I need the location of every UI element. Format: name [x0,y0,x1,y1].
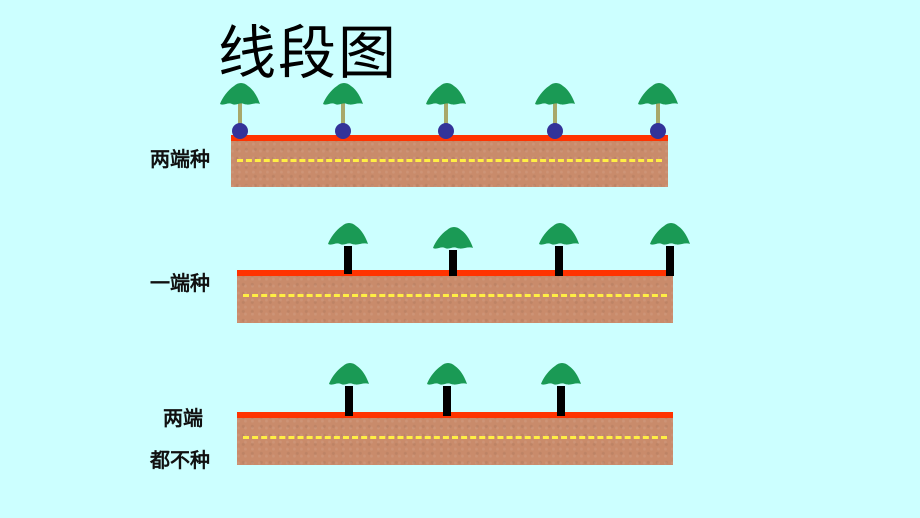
row-label-neither-end-line2: 都不种 [150,448,210,472]
road-edge [237,412,673,418]
tree-icon [539,223,579,276]
tree-icon [323,83,363,139]
road-neither-end [237,412,673,465]
tree-icon [650,223,690,276]
tree-row-3 [329,363,581,416]
lane-line [243,294,667,297]
title: 线段图 [218,19,399,87]
road-one-end [237,270,673,323]
row-label-both-ends: 两端种 [150,147,210,171]
tree-icon [638,83,678,139]
row-label-one-end: 一端种 [150,271,210,295]
tree-icon [541,363,581,416]
tree-row-1 [220,83,678,139]
lane-line [237,159,662,162]
tree-icon [427,363,467,416]
tree-icon [433,227,473,276]
tree-row-2 [328,223,690,276]
row-label-neither-end-line1: 两端 [163,406,203,430]
tree-icon [535,83,575,139]
tree-icon [329,363,369,416]
lane-line [243,436,667,439]
tree-icon [426,83,466,139]
tree-icon [220,83,260,139]
road-both-ends [231,135,668,187]
tree-icon [328,223,368,274]
